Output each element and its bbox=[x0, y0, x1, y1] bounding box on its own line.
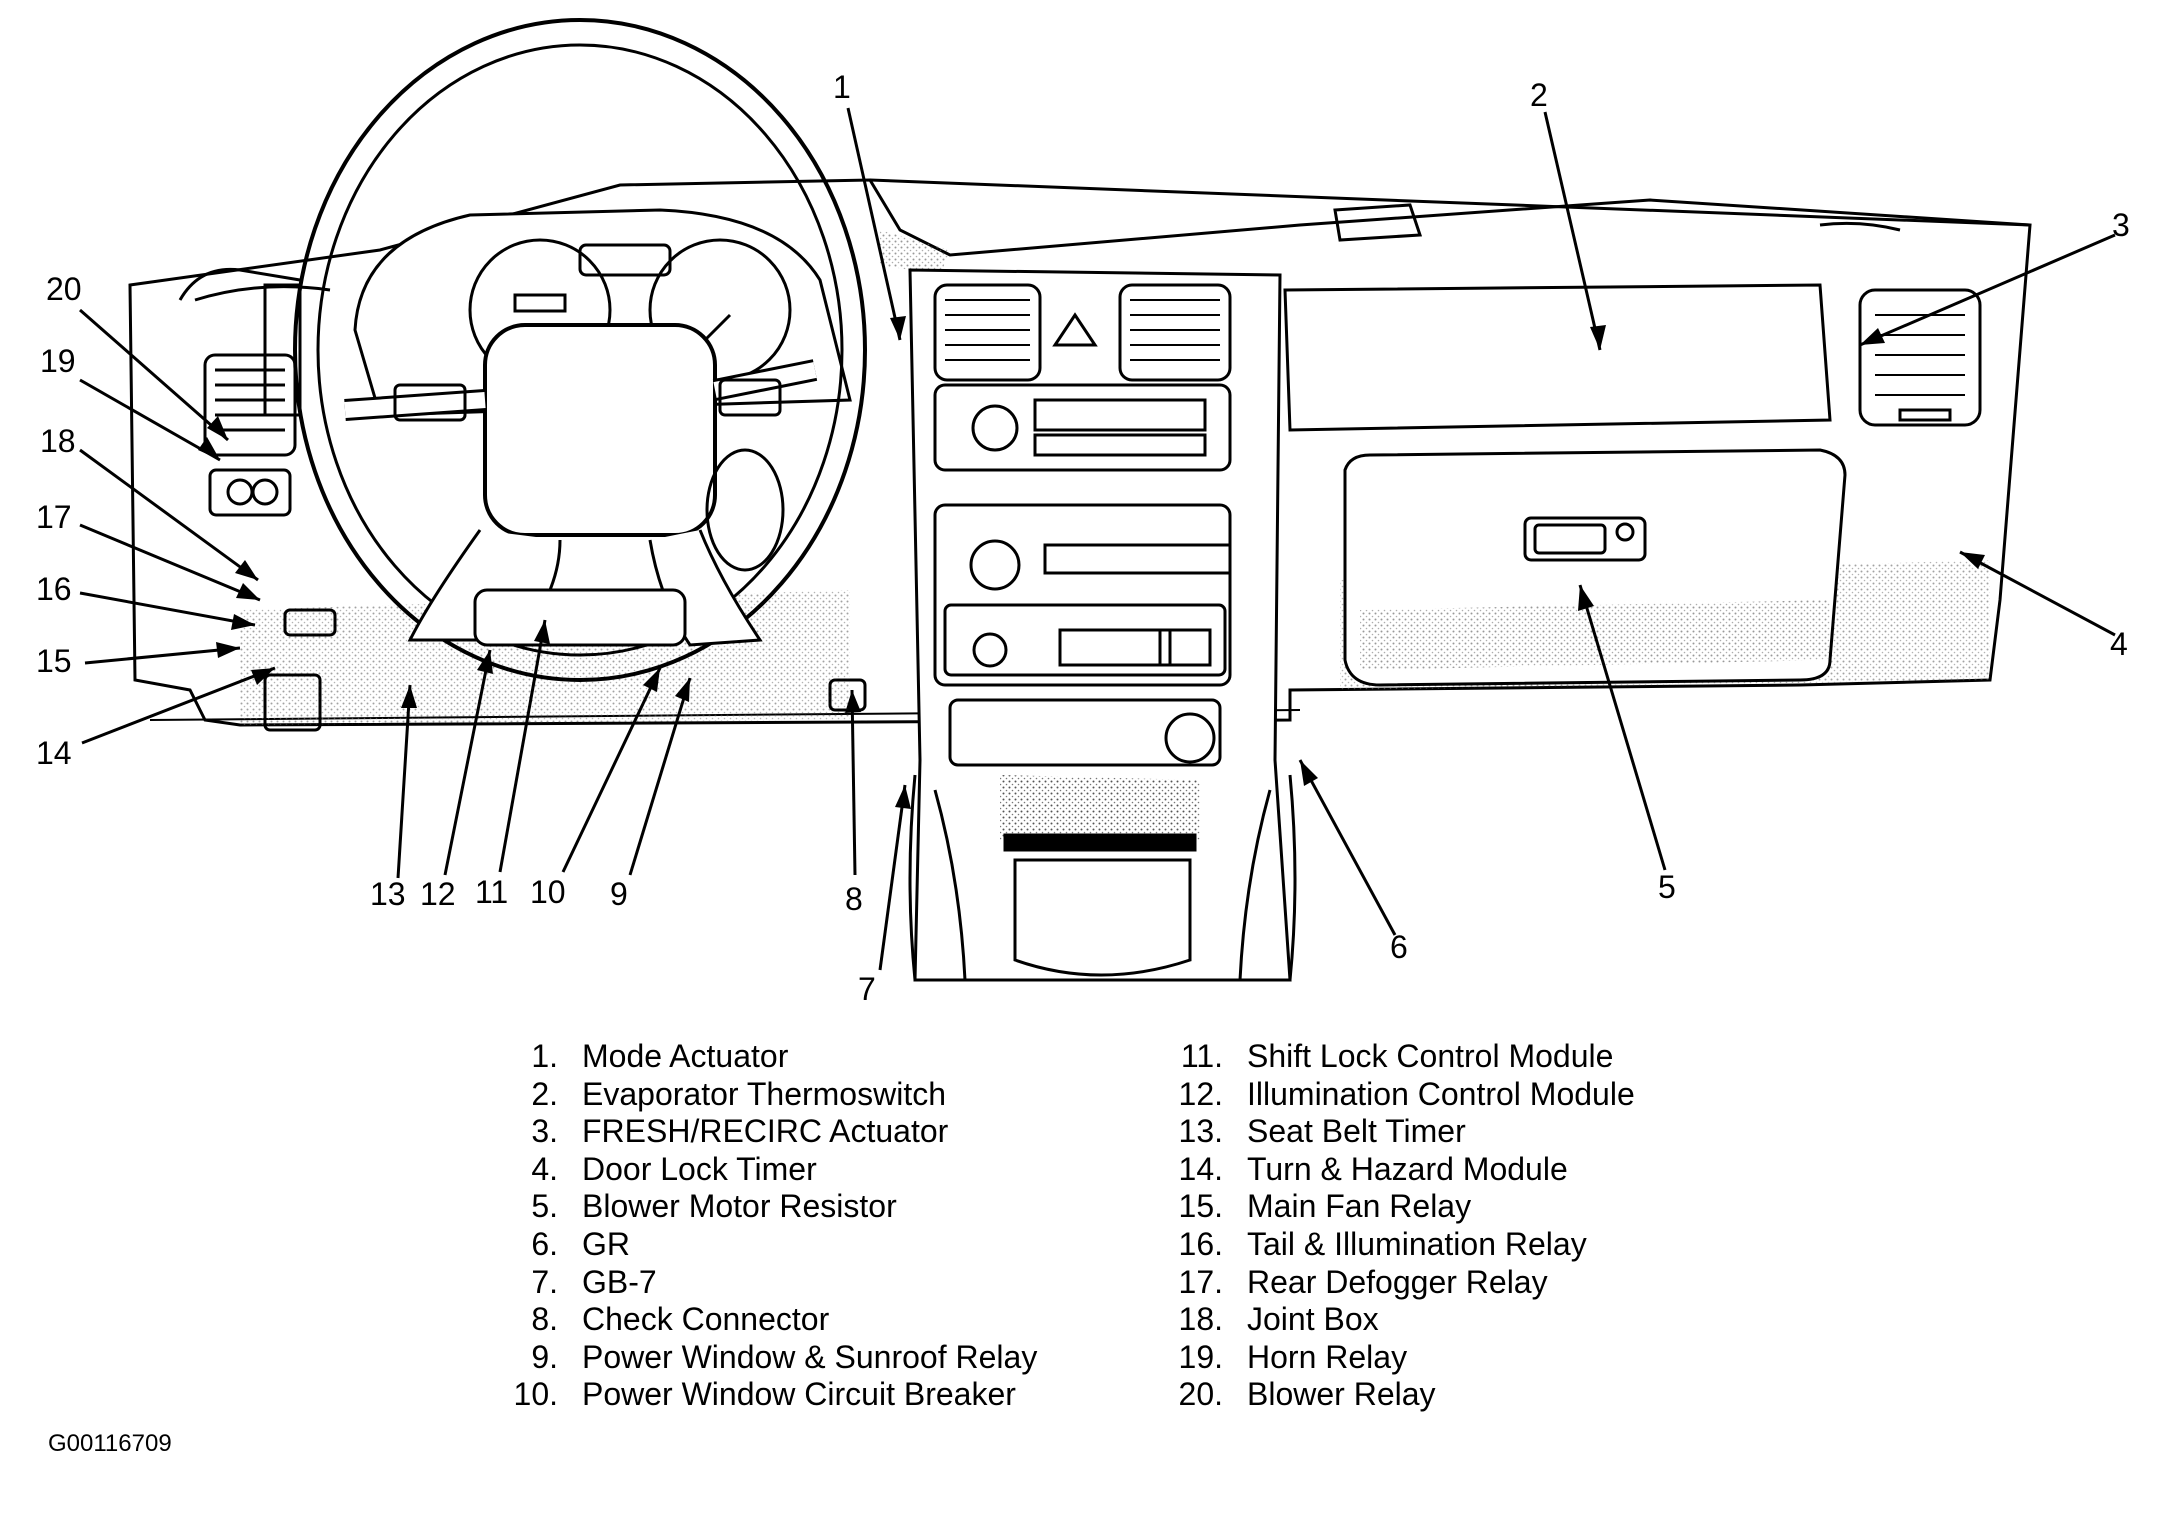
legend-number: 11. bbox=[1180, 1038, 1223, 1074]
legend-row: 20. Blower Relay bbox=[1165, 1376, 1635, 1414]
callout-1: 1 bbox=[833, 69, 851, 105]
legend-row: 18. Joint Box bbox=[1165, 1301, 1635, 1339]
legend-label: Rear Defogger Relay bbox=[1247, 1263, 1548, 1300]
callout-18: 18 bbox=[40, 423, 76, 459]
callout-14: 14 bbox=[36, 735, 72, 771]
callout-20: 20 bbox=[46, 271, 82, 307]
legend-label: Turn & Hazard Module bbox=[1247, 1150, 1568, 1187]
callout-16: 16 bbox=[36, 571, 72, 607]
legend-row: 14. Turn & Hazard Module bbox=[1165, 1151, 1635, 1189]
legend-row: 5. Blower Motor Resistor bbox=[500, 1188, 1037, 1226]
legend-label: GB-7 bbox=[582, 1263, 657, 1300]
legend-label: Check Connector bbox=[582, 1301, 830, 1338]
legend-row: 12. Illumination Control Module bbox=[1165, 1076, 1635, 1114]
legend-row: 8. Check Connector bbox=[500, 1301, 1037, 1339]
legend-left: 1. Mode Actuator 2. Evaporator Thermoswitc… bbox=[500, 1038, 1038, 1414]
callout-12: 12 bbox=[420, 876, 456, 912]
leader-arrowheads bbox=[198, 316, 1985, 809]
callout-9: 9 bbox=[610, 876, 628, 912]
legend-row: 6. GR bbox=[500, 1226, 1037, 1264]
callout-13: 13 bbox=[370, 876, 406, 912]
legend-label: GR bbox=[582, 1225, 630, 1262]
callout-labels: 1 2 3 4 5 6 7 8 9 10 11 12 13 14 15 16 1… bbox=[36, 69, 2130, 1000]
legend-number: 16. bbox=[1178, 1225, 1223, 1262]
glove-box bbox=[1343, 448, 1847, 687]
legend-number: 6. bbox=[531, 1225, 558, 1262]
legend-row: 15. Main Fan Relay bbox=[1165, 1188, 1635, 1226]
callout-15: 15 bbox=[36, 643, 72, 679]
legend-label: Power Window Circuit Breaker bbox=[582, 1376, 1016, 1413]
legend-row: 17. Rear Defogger Relay bbox=[1165, 1264, 1635, 1302]
legend-label: Joint Box bbox=[1247, 1301, 1379, 1338]
console bbox=[828, 678, 1297, 981]
callout-8: 8 bbox=[845, 881, 863, 917]
callout-4: 4 bbox=[2110, 626, 2128, 662]
legend-row: 3. FRESH/RECIRC Actuator bbox=[500, 1113, 1037, 1151]
legend-label: Main Fan Relay bbox=[1247, 1188, 1472, 1225]
legend-number: 13. bbox=[1178, 1113, 1223, 1150]
legend-row: 7. GB-7 bbox=[500, 1264, 1037, 1302]
legend-label: Seat Belt Timer bbox=[1247, 1113, 1466, 1150]
legend-number: 9. bbox=[531, 1338, 558, 1375]
center-stack bbox=[908, 268, 1292, 982]
legend-row: 11. Shift Lock Control Module bbox=[1165, 1038, 1635, 1076]
legend-number: 2. bbox=[531, 1075, 558, 1112]
legend-row: 10. Power Window Circuit Breaker bbox=[500, 1376, 1037, 1414]
legend-number: 18. bbox=[1178, 1301, 1223, 1338]
legend-label: Horn Relay bbox=[1247, 1338, 1408, 1375]
callout-2: 2 bbox=[1530, 77, 1548, 113]
legend-label: Blower Relay bbox=[1247, 1376, 1436, 1413]
callout-11: 11 bbox=[475, 874, 508, 910]
figure-id: G00116709 bbox=[48, 1430, 172, 1457]
callout-19: 19 bbox=[40, 343, 76, 379]
legend-number: 15. bbox=[1178, 1188, 1223, 1225]
legend-right: 11. Shift Lock Control Module 12. Illumina… bbox=[1165, 1038, 1635, 1414]
dashboard-diagram: 1 2 3 4 5 6 7 8 9 10 11 12 13 14 15 16 1… bbox=[36, 18, 2130, 1000]
legend-row: 16. Tail & Illumination Relay bbox=[1165, 1226, 1635, 1264]
legend-label: FRESH/RECIRC Actuator bbox=[582, 1113, 949, 1150]
left-vent bbox=[194, 283, 337, 732]
steering-wheel bbox=[293, 18, 867, 682]
legend-label: Blower Motor Resistor bbox=[582, 1188, 897, 1225]
legend-row: 1. Mode Actuator bbox=[500, 1038, 1037, 1076]
legend-number: 20. bbox=[1178, 1376, 1223, 1413]
legend-number: 14. bbox=[1178, 1150, 1223, 1187]
right-panel bbox=[1283, 221, 1982, 432]
legend-number: 4. bbox=[531, 1150, 558, 1187]
legend-row: 19. Horn Relay bbox=[1165, 1339, 1635, 1377]
legend-label: Power Window & Sunroof Relay bbox=[582, 1338, 1038, 1375]
legend-number: 3. bbox=[531, 1113, 558, 1150]
callout-6: 6 bbox=[1390, 929, 1408, 965]
legend-row: 2. Evaporator Thermoswitch bbox=[500, 1076, 1037, 1114]
callout-7: 7 bbox=[858, 971, 876, 1000]
legend-number: 1. bbox=[531, 1038, 558, 1074]
legend-number: 19. bbox=[1178, 1338, 1223, 1375]
legend-number: 10. bbox=[513, 1376, 558, 1413]
leader-lines bbox=[79, 107, 2116, 971]
legend-number: 17. bbox=[1178, 1263, 1223, 1300]
legend-number: 7. bbox=[531, 1263, 558, 1300]
callout-17: 17 bbox=[36, 499, 72, 535]
legend-label: Mode Actuator bbox=[582, 1038, 789, 1074]
legend-number: 8. bbox=[531, 1301, 558, 1338]
legend-number: 5. bbox=[531, 1188, 558, 1225]
legend-row: 13. Seat Belt Timer bbox=[1165, 1113, 1635, 1151]
legend-label: Tail & Illumination Relay bbox=[1247, 1225, 1587, 1262]
legend-row: 4. Door Lock Timer bbox=[500, 1151, 1037, 1189]
legend-label: Evaporator Thermoswitch bbox=[582, 1075, 946, 1112]
legend-label: Shift Lock Control Module bbox=[1247, 1038, 1614, 1074]
callout-10: 10 bbox=[530, 874, 566, 910]
legend-label: Door Lock Timer bbox=[582, 1150, 817, 1187]
legend-number: 12. bbox=[1178, 1075, 1223, 1112]
callout-3: 3 bbox=[2112, 207, 2130, 243]
callout-5: 5 bbox=[1658, 869, 1676, 905]
legend-row: 9. Power Window & Sunroof Relay bbox=[500, 1339, 1037, 1377]
legend-label: Illumination Control Module bbox=[1247, 1075, 1635, 1112]
